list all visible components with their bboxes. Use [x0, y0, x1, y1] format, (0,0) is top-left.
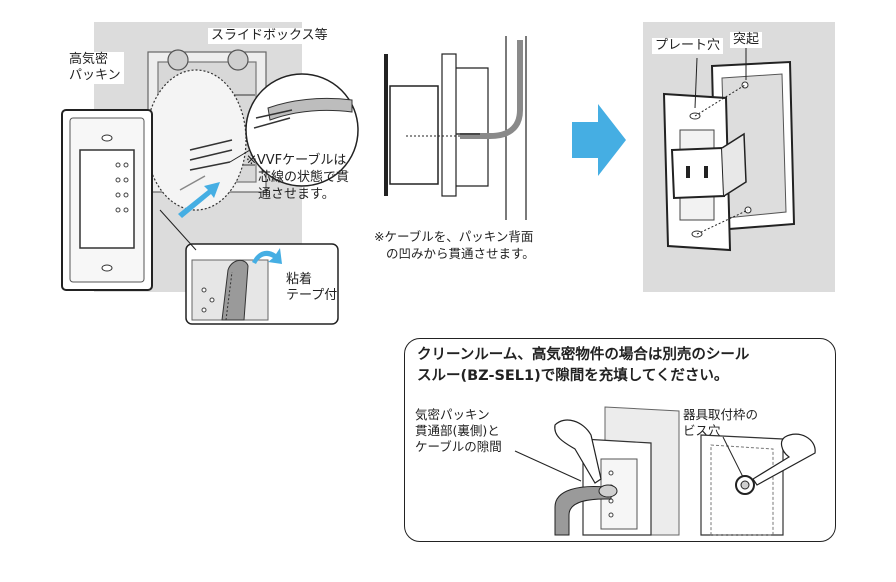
- screw-hole-drawing: [700, 433, 816, 536]
- cross-section-drawing: [384, 36, 527, 220]
- airtight-packing-drawing: [61, 109, 153, 291]
- plate-hole-label: プレート穴: [652, 38, 724, 54]
- screw-hole-label: 器具取付枠の ビス穴: [683, 407, 759, 438]
- protrusion-label: 突起: [730, 32, 763, 48]
- vvf-cable-closeup: [253, 97, 353, 129]
- tape-detail-drawing: [191, 259, 269, 321]
- packing-gap-drawing: [514, 406, 680, 536]
- adhesive-tape-label: 粘着 テープ付: [286, 272, 338, 303]
- curved-arrow-icon: [252, 248, 282, 264]
- callout-title: クリーンルーム、高気密物件の場合は別売のシール スルー(BZ-SEL1)で隙間を…: [417, 347, 750, 384]
- cable-note: ※ケーブルを、パッキン背面 の凹みから貫通させます。: [374, 229, 535, 261]
- vvf-note: ※VVFケーブルは 芯線の状態で貫 通させます。: [246, 153, 350, 202]
- callout-drawing: [514, 406, 816, 536]
- arrow-right-icon: [572, 104, 626, 176]
- insert-arrow-icon: [178, 182, 220, 218]
- sealing-callout: クリーンルーム、高気密物件の場合は別売のシール スルー(BZ-SEL1)で隙間を…: [404, 338, 836, 542]
- vvf-cable-drawing: [179, 139, 233, 191]
- airtight-packing-label: 高気密 パッキン: [66, 52, 124, 84]
- gap-label: 気密パッキン 貫通部(裏側)と ケーブルの隙間: [415, 407, 502, 454]
- slide-box-label: スライドボックス等: [208, 28, 331, 44]
- outlet-drawing: [670, 132, 747, 200]
